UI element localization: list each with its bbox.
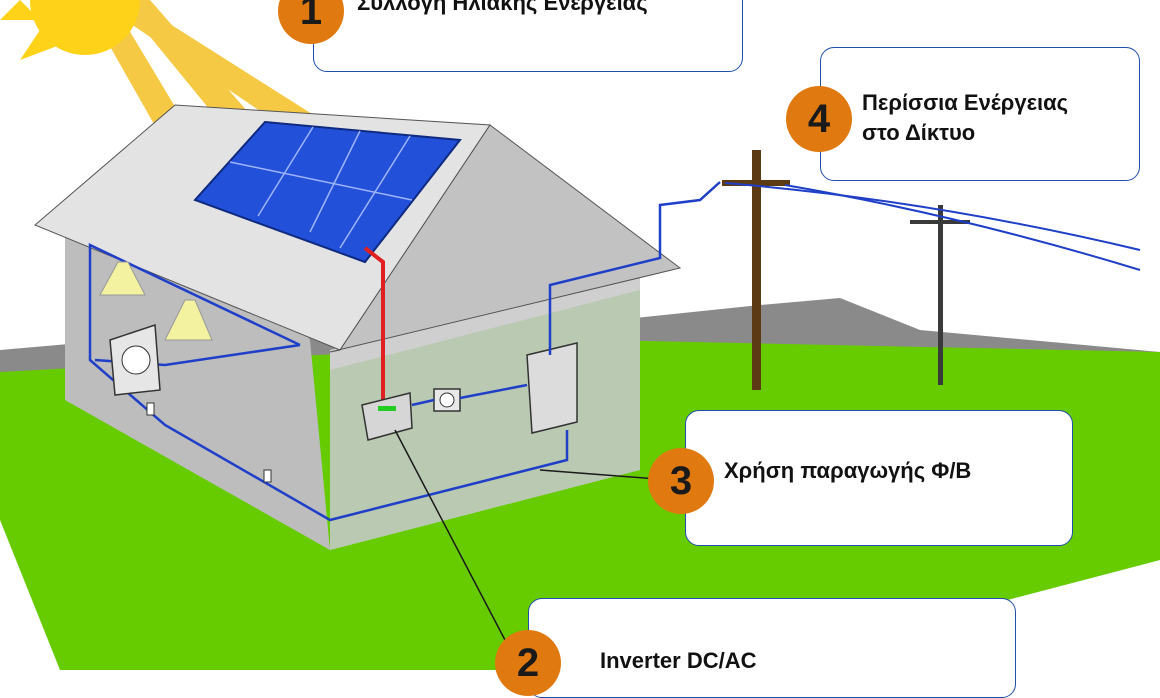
roof-right: [329, 124, 682, 353]
step-badge-2: 2: [495, 630, 561, 696]
step-badge-4: 4: [786, 86, 852, 152]
callout-box-1: [313, 0, 743, 72]
meter: [433, 388, 461, 412]
solar-panel: [193, 120, 462, 264]
utility-pole: [722, 150, 970, 390]
wall-socket: [263, 469, 272, 483]
callout-text-3: Χρήση παραγωγής Φ/Β: [724, 458, 972, 483]
callout-text-4-line2: στο Δίκτυο: [862, 120, 976, 145]
ceiling-lamp: [99, 261, 213, 341]
distribution-panel: [526, 342, 578, 434]
appliance: [109, 323, 161, 396]
sun: [0, 0, 140, 60]
callout-box-4: [820, 47, 1140, 181]
step-badge-3: 3: [648, 448, 714, 514]
inverter: [361, 392, 413, 441]
callout-text-2: Inverter DC/AC: [600, 648, 757, 673]
dc-cable: [363, 246, 385, 400]
callout-box-3: [685, 410, 1073, 546]
callout-text-1: Συλλογή Ηλιακής Ενέργειας: [357, 0, 648, 15]
power-lines: [724, 182, 1141, 271]
callout-text-4-line1: Περίσσια Ενέργειας: [862, 90, 1069, 115]
wall-socket: [146, 402, 155, 416]
